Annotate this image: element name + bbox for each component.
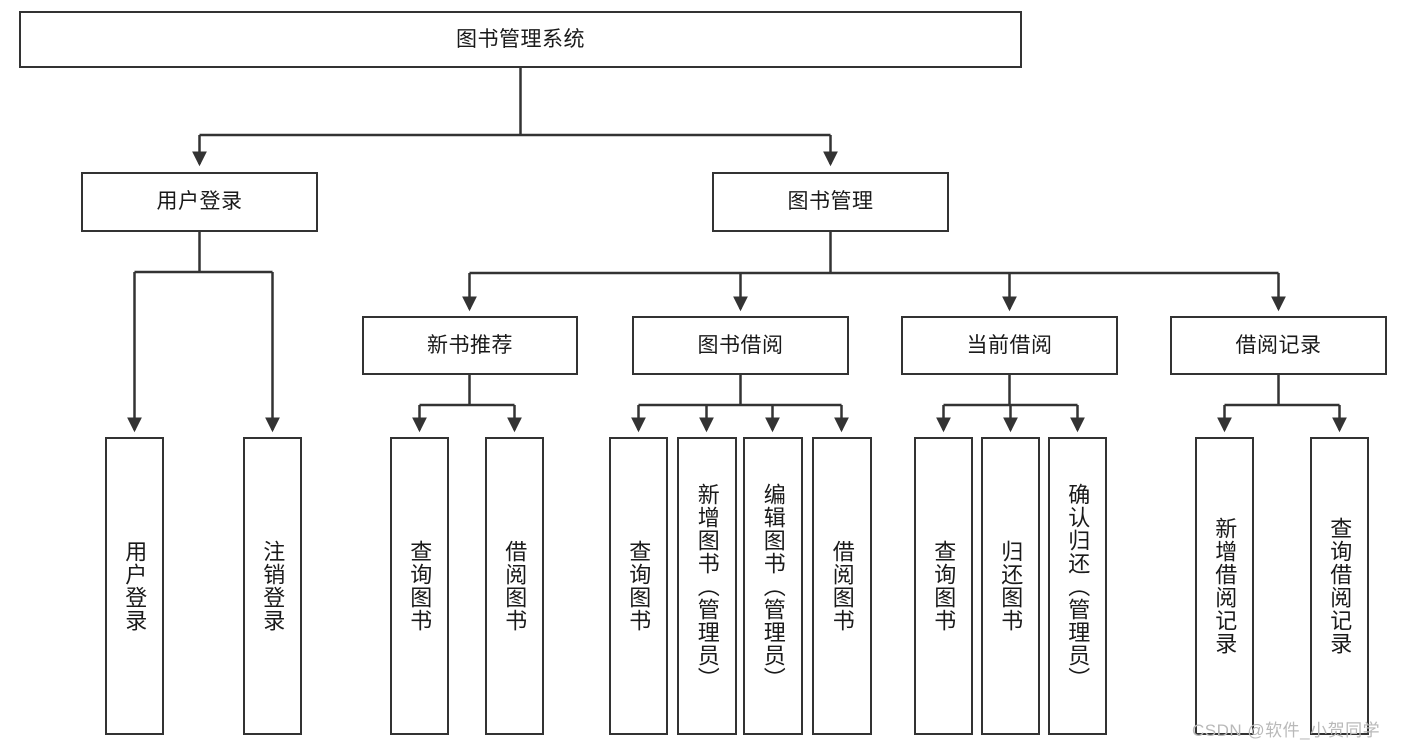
leaf-edit-book-label: 编辑图书（管理员） — [760, 482, 786, 690]
leaf-add-book[interactable]: 新增图书（管理员） — [677, 437, 737, 735]
node-book-borrow[interactable]: 图书借阅 — [632, 316, 849, 375]
leaf-query-book-2-label: 查询图书 — [626, 540, 652, 632]
node-new-book-rec[interactable]: 新书推荐 — [362, 316, 578, 375]
leaf-add-record-label: 新增借阅记录 — [1212, 517, 1238, 655]
leaf-borrow-book-2[interactable]: 借阅图书 — [812, 437, 872, 735]
leaf-add-book-label: 新增图书（管理员） — [694, 482, 720, 690]
node-current-borrow-label: 当前借阅 — [966, 333, 1053, 357]
leaf-query-book-1[interactable]: 查询图书 — [390, 437, 449, 735]
node-root[interactable]: 图书管理系统 — [19, 11, 1022, 68]
leaf-add-record[interactable]: 新增借阅记录 — [1195, 437, 1254, 735]
leaf-borrow-book-1[interactable]: 借阅图书 — [485, 437, 544, 735]
node-new-book-rec-label: 新书推荐 — [427, 333, 513, 357]
leaf-query-record-label: 查询借阅记录 — [1327, 517, 1353, 655]
leaf-confirm-return[interactable]: 确认归还（管理员） — [1048, 437, 1107, 735]
node-book-manage-label: 图书管理 — [787, 190, 874, 214]
leaf-user-login-label: 用户登录 — [122, 540, 148, 632]
node-book-manage[interactable]: 图书管理 — [712, 172, 949, 232]
node-user-login-label: 用户登录 — [156, 190, 243, 214]
leaf-return-book-label: 归还图书 — [998, 540, 1024, 632]
leaf-query-book-3-label: 查询图书 — [931, 540, 957, 632]
node-current-borrow[interactable]: 当前借阅 — [901, 316, 1118, 375]
leaf-return-book[interactable]: 归还图书 — [981, 437, 1040, 735]
node-user-login[interactable]: 用户登录 — [81, 172, 318, 232]
leaf-logout[interactable]: 注销登录 — [243, 437, 302, 735]
leaf-borrow-book-2-label: 借阅图书 — [829, 540, 855, 632]
node-root-label: 图书管理系统 — [456, 27, 585, 51]
leaf-user-login[interactable]: 用户登录 — [105, 437, 164, 735]
node-borrow-record-label: 借阅记录 — [1235, 333, 1322, 357]
csdn-watermark: CSDN @软件_小贺同学 — [1192, 721, 1381, 740]
leaf-query-book-2[interactable]: 查询图书 — [609, 437, 668, 735]
node-book-borrow-label: 图书借阅 — [697, 333, 784, 357]
leaf-query-record[interactable]: 查询借阅记录 — [1310, 437, 1369, 735]
leaf-edit-book[interactable]: 编辑图书（管理员） — [743, 437, 803, 735]
leaf-borrow-book-1-label: 借阅图书 — [502, 540, 528, 632]
node-borrow-record[interactable]: 借阅记录 — [1170, 316, 1387, 375]
leaf-confirm-return-label: 确认归还（管理员） — [1065, 482, 1091, 690]
leaf-query-book-3[interactable]: 查询图书 — [914, 437, 973, 735]
leaf-logout-label: 注销登录 — [260, 540, 286, 632]
leaf-query-book-1-label: 查询图书 — [407, 540, 433, 632]
